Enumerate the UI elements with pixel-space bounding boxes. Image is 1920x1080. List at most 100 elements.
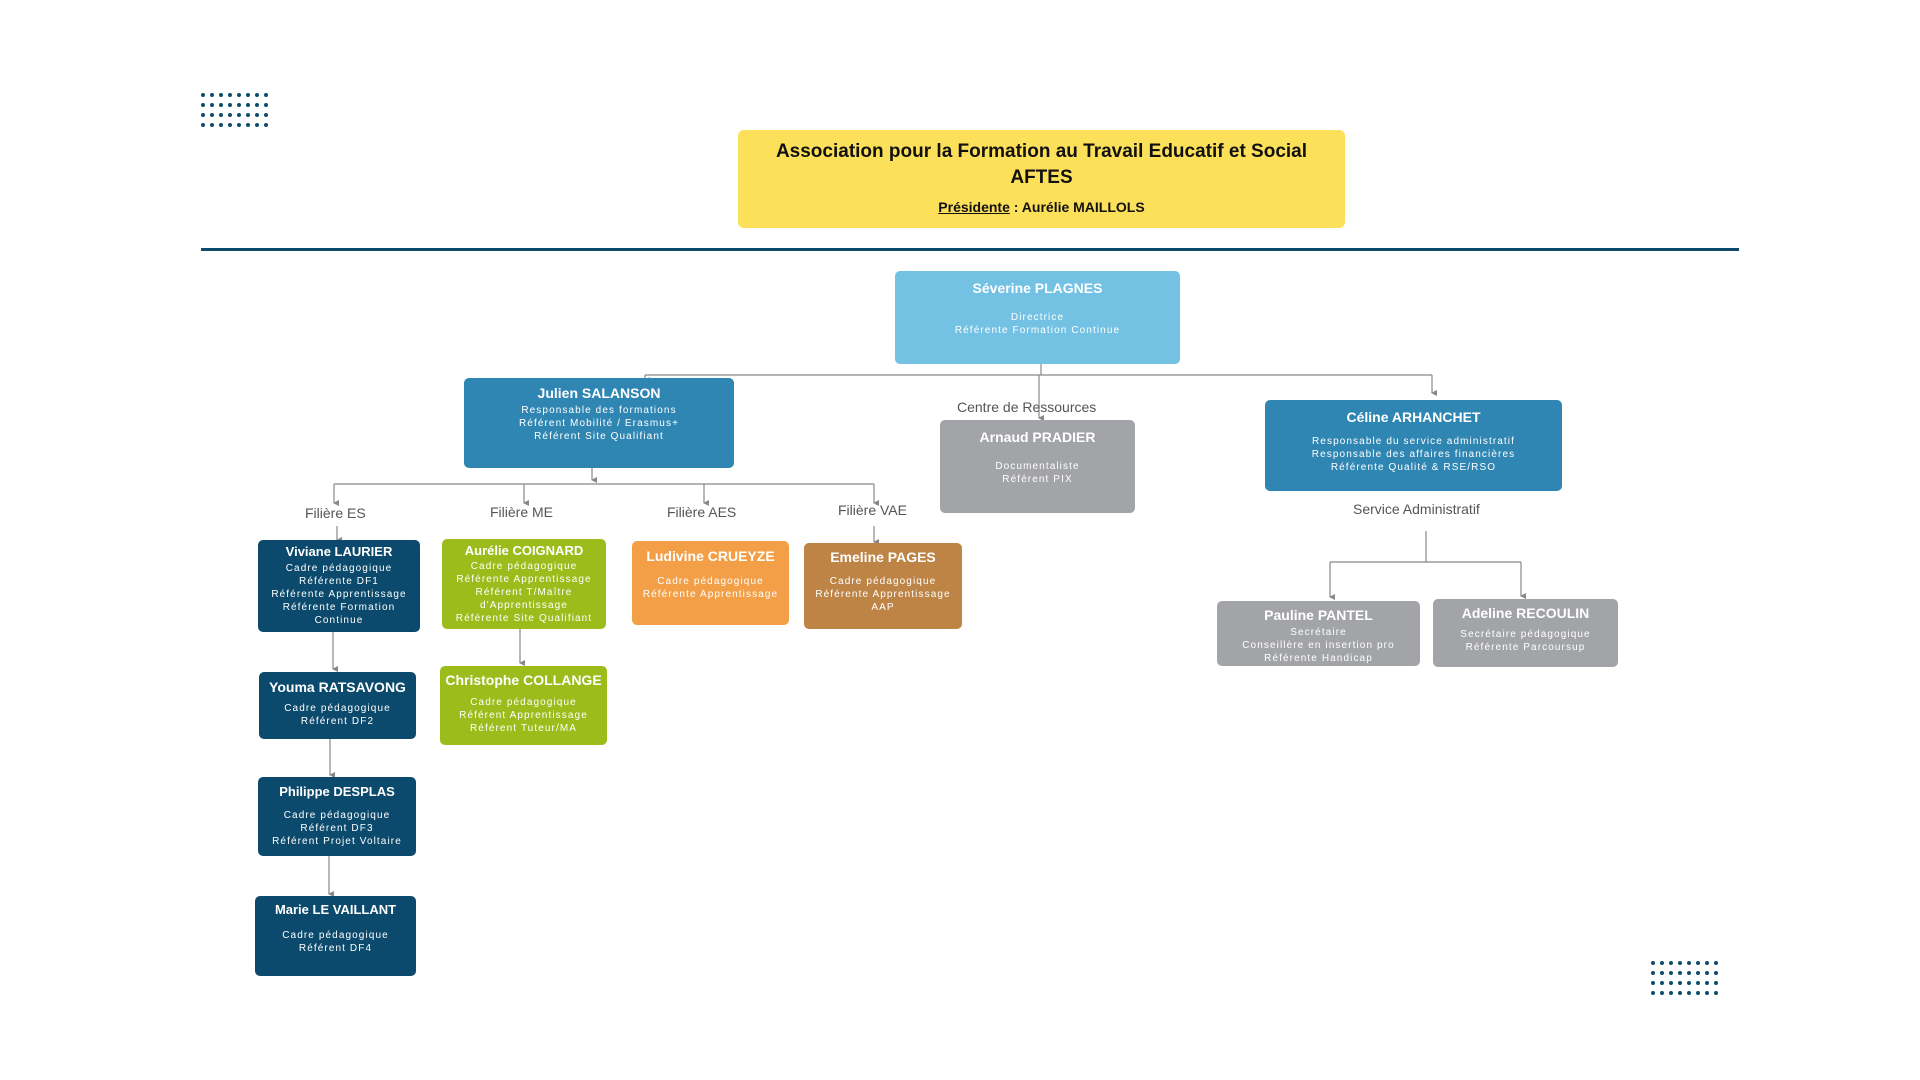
node-role: AAP <box>871 602 895 613</box>
decorative-dot <box>246 103 250 107</box>
node-role: Secrétaire pédagogique <box>1460 629 1591 640</box>
node-role: Directrice <box>1010 312 1065 323</box>
decorative-dot <box>1714 991 1718 995</box>
node-role: Référente Formation <box>282 602 396 613</box>
node-role: Référent Site Qualifiant <box>534 431 664 442</box>
node-laurier: Viviane LAURIER Cadre pédagogique Référe… <box>258 540 420 632</box>
node-role: Responsable des formations <box>521 405 677 416</box>
node-role: Cadre pédagogique <box>470 561 578 572</box>
decorative-dot <box>1687 981 1691 985</box>
node-role: Référente Apprentissage <box>642 589 779 600</box>
decorative-dot <box>1696 991 1700 995</box>
node-name: Christophe COLLANGE <box>445 672 602 688</box>
node-role: Conseillère en insertion pro <box>1242 640 1395 651</box>
decorative-dot-grid-top-left <box>201 93 268 127</box>
node-role: Référent DF3 <box>300 823 374 834</box>
decorative-dot <box>1687 961 1691 965</box>
decorative-dot <box>1651 981 1655 985</box>
decorative-dot <box>1651 971 1655 975</box>
decorative-dot <box>1651 991 1655 995</box>
label-filiere-aes: Filière AES <box>667 504 737 520</box>
node-role: Responsable du service administratif <box>1311 436 1515 447</box>
node-name: Adeline RECOULIN <box>1461 605 1590 621</box>
node-role: Secrétaire <box>1290 627 1347 638</box>
node-role: Référent Tuteur/MA <box>469 723 578 734</box>
decorative-dot <box>1696 961 1700 965</box>
decorative-dot <box>1714 981 1718 985</box>
header-divider <box>201 248 1739 251</box>
decorative-dot <box>237 93 241 97</box>
node-name: Pauline PANTEL <box>1264 607 1373 623</box>
node-plagnes: Séverine PLAGNES Directrice Référente Fo… <box>895 271 1180 364</box>
node-role: Cadre pédagogique <box>284 703 391 714</box>
node-pradier: Arnaud PRADIER Documentaliste Référent P… <box>940 420 1135 513</box>
node-recoulin: Adeline RECOULIN Secrétaire pédagogique … <box>1433 599 1618 667</box>
node-role: Référente DF1 <box>299 576 379 587</box>
decorative-dot <box>1669 961 1673 965</box>
decorative-dot <box>1660 961 1664 965</box>
president-line: Présidente : Aurélie MAILLOLS <box>738 199 1345 215</box>
node-role: Cadre pédagogique <box>470 697 577 708</box>
node-name: Philippe DESPLAS <box>279 784 395 799</box>
node-pages: Emeline PAGES Cadre pédagogique Référent… <box>804 543 962 629</box>
node-role: Référente Apprentissage <box>815 589 951 600</box>
node-name: Arnaud PRADIER <box>979 429 1096 445</box>
decorative-dot <box>1705 971 1709 975</box>
decorative-dot <box>1660 981 1664 985</box>
decorative-dot <box>237 113 241 117</box>
node-crueyze: Ludivine CRUEYZE Cadre pédagogique Référ… <box>632 541 789 625</box>
decorative-dot <box>1678 991 1682 995</box>
decorative-dot <box>264 113 268 117</box>
node-role: Référent Mobilité / Erasmus+ <box>518 418 680 429</box>
node-name: Marie LE VAILLANT <box>274 902 397 917</box>
decorative-dot <box>228 123 232 127</box>
decorative-dot <box>1660 971 1664 975</box>
node-role: Référente Apprentissage <box>271 589 407 600</box>
decorative-dot <box>1687 991 1691 995</box>
decorative-dot <box>1669 971 1673 975</box>
node-role: Référente Site Qualifiant <box>455 613 593 624</box>
node-name: Viviane LAURIER <box>285 544 393 559</box>
node-arhanchet: Céline ARHANCHET Responsable du service … <box>1265 400 1562 491</box>
node-role: Référent T/Maître <box>475 587 573 598</box>
organization-title-banner: Association pour la Formation au Travail… <box>738 130 1345 228</box>
decorative-dot <box>1651 961 1655 965</box>
decorative-dot <box>1714 971 1718 975</box>
label-filiere-vae: Filière VAE <box>838 502 907 518</box>
node-role: Responsable des affaires financières <box>1311 449 1516 460</box>
node-role: d'Apprentissage <box>480 600 568 611</box>
decorative-dot <box>255 93 259 97</box>
decorative-dot <box>1678 961 1682 965</box>
node-role: Référente Parcoursup <box>1465 642 1586 653</box>
node-pantel: Pauline PANTEL Secrétaire Conseillère en… <box>1217 601 1420 666</box>
president-separator: : <box>1009 199 1022 215</box>
node-ratsavong: Youma RATSAVONG Cadre pédagogique Référe… <box>259 672 416 739</box>
node-role: Référente Formation Continue <box>954 325 1121 336</box>
node-role: Continue <box>314 615 364 626</box>
decorative-dot <box>219 113 223 117</box>
node-role: Cadre pédagogique <box>282 930 389 941</box>
president-label: Présidente <box>938 199 1010 215</box>
node-name: Céline ARHANCHET <box>1346 409 1481 425</box>
node-name: Julien SALANSON <box>537 385 661 401</box>
decorative-dot <box>210 103 214 107</box>
node-name: Emeline PAGES <box>830 549 936 565</box>
decorative-dot <box>201 123 205 127</box>
decorative-dot <box>201 93 205 97</box>
node-role: Référente Apprentissage <box>456 574 592 585</box>
label-filiere-es: Filière ES <box>305 505 366 521</box>
decorative-dot <box>1660 991 1664 995</box>
decorative-dot <box>246 93 250 97</box>
node-desplas: Philippe DESPLAS Cadre pédagogique Référ… <box>258 777 416 856</box>
label-service-administratif: Service Administratif <box>1353 501 1480 517</box>
decorative-dot <box>219 123 223 127</box>
node-role: Cadre pédagogique <box>657 576 764 587</box>
decorative-dot <box>1696 971 1700 975</box>
decorative-dot <box>219 93 223 97</box>
decorative-dot <box>1687 971 1691 975</box>
decorative-dot <box>246 113 250 117</box>
node-role: Cadre pédagogique <box>285 563 393 574</box>
president-name: Aurélie MAILLOLS <box>1021 199 1145 215</box>
decorative-dot <box>228 113 232 117</box>
decorative-dot <box>264 103 268 107</box>
